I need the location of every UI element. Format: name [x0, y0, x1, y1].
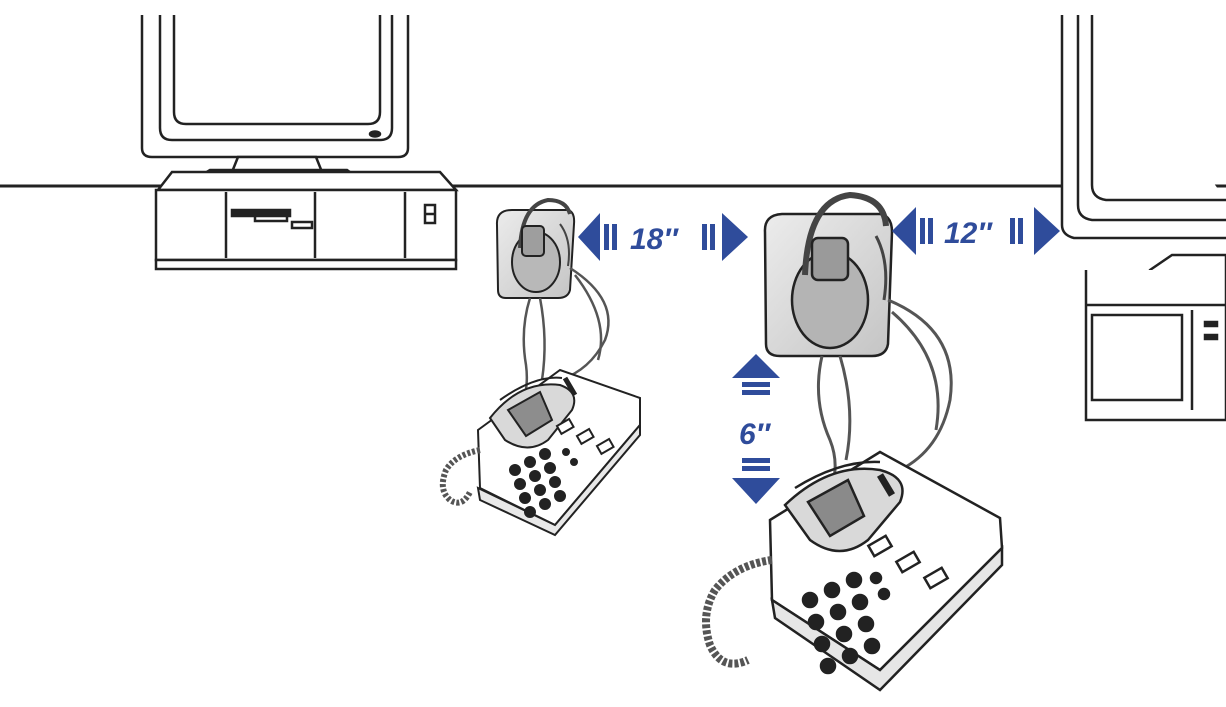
distance-arrow-vertical: 6″ — [732, 354, 780, 504]
left-desktop-case-icon — [155, 170, 459, 192]
distance-label-vertical: 6″ — [739, 418, 772, 451]
left-desk-phone-icon — [439, 368, 641, 537]
left-coiled-cord — [439, 447, 481, 506]
right-base-cords — [816, 298, 953, 501]
right-computer — [1060, 15, 1226, 422]
distance-label-left: 18″ — [630, 223, 679, 256]
distance-arrow-left: 18″ — [578, 213, 748, 261]
distance-label-right: 12″ — [944, 217, 993, 250]
distance-arrow-right: 12″ — [892, 207, 1060, 255]
left-headset-base-icon — [495, 197, 576, 299]
left-keypad — [509, 448, 578, 518]
right-headset-base-icon — [763, 191, 894, 358]
double-arrow-icon — [578, 213, 600, 261]
right-coiled-cord — [702, 556, 773, 668]
right-keypad — [801, 571, 891, 675]
left-computer — [140, 15, 459, 271]
right-desk-phone-icon — [702, 450, 1004, 692]
